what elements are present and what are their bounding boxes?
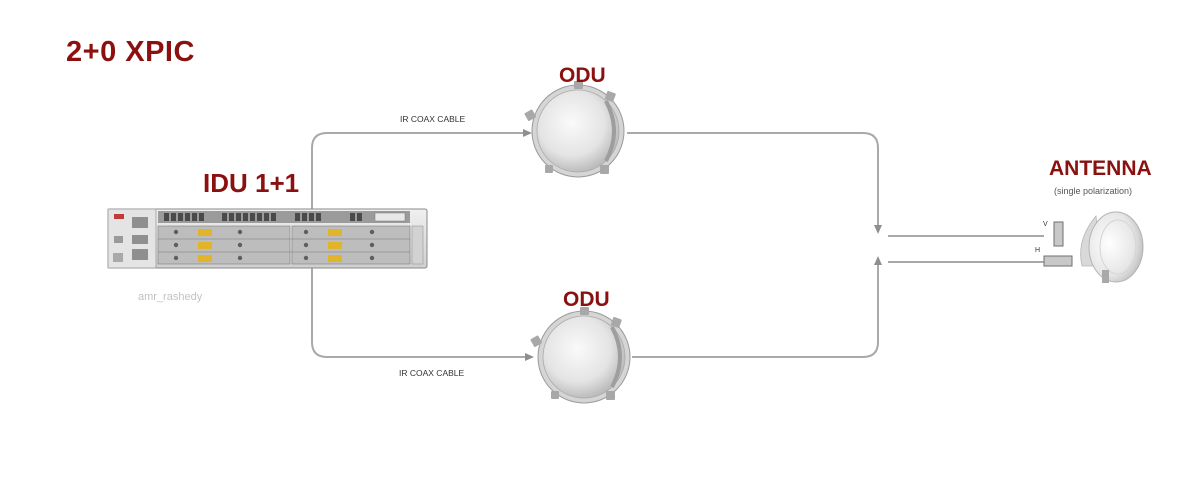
coax-cable-top bbox=[311, 132, 530, 210]
waveguide-h-icon bbox=[1043, 255, 1073, 267]
idu-label: IDU 1+1 bbox=[203, 168, 300, 198]
link-top-to-antenna bbox=[627, 132, 879, 228]
link-bottom-to-antenna bbox=[632, 263, 879, 358]
odu-radio-icon bbox=[530, 307, 631, 404]
odu-top-label: ODU bbox=[559, 64, 606, 87]
polarization-h-label: H bbox=[1035, 247, 1041, 254]
cable-label-top: IR COAX CABLE bbox=[400, 114, 466, 124]
arrow-down-to-antenna bbox=[874, 225, 882, 234]
arrow-up-to-antenna bbox=[874, 256, 882, 265]
idu-chassis-icon bbox=[107, 208, 428, 269]
arrow-into-odu-bottom bbox=[525, 353, 534, 361]
antenna-label: ANTENNA bbox=[1049, 157, 1152, 180]
cable-label-bottom: IR COAX CABLE bbox=[399, 368, 465, 378]
arrow-into-odu-top bbox=[523, 129, 532, 137]
odu-radio-icon bbox=[524, 81, 625, 178]
odu-bottom-label: ODU bbox=[563, 288, 610, 311]
polarization-v-label: V bbox=[1043, 221, 1048, 228]
antenna-dish-icon bbox=[1080, 211, 1144, 283]
coax-cable-bottom bbox=[311, 268, 532, 358]
antenna-subtitle: (single polarization) bbox=[1054, 186, 1133, 196]
author-watermark: amr_rashedy bbox=[138, 291, 203, 303]
diagram-title: 2+0 XPIC bbox=[66, 36, 195, 68]
waveguide-v-icon bbox=[1053, 221, 1064, 247]
